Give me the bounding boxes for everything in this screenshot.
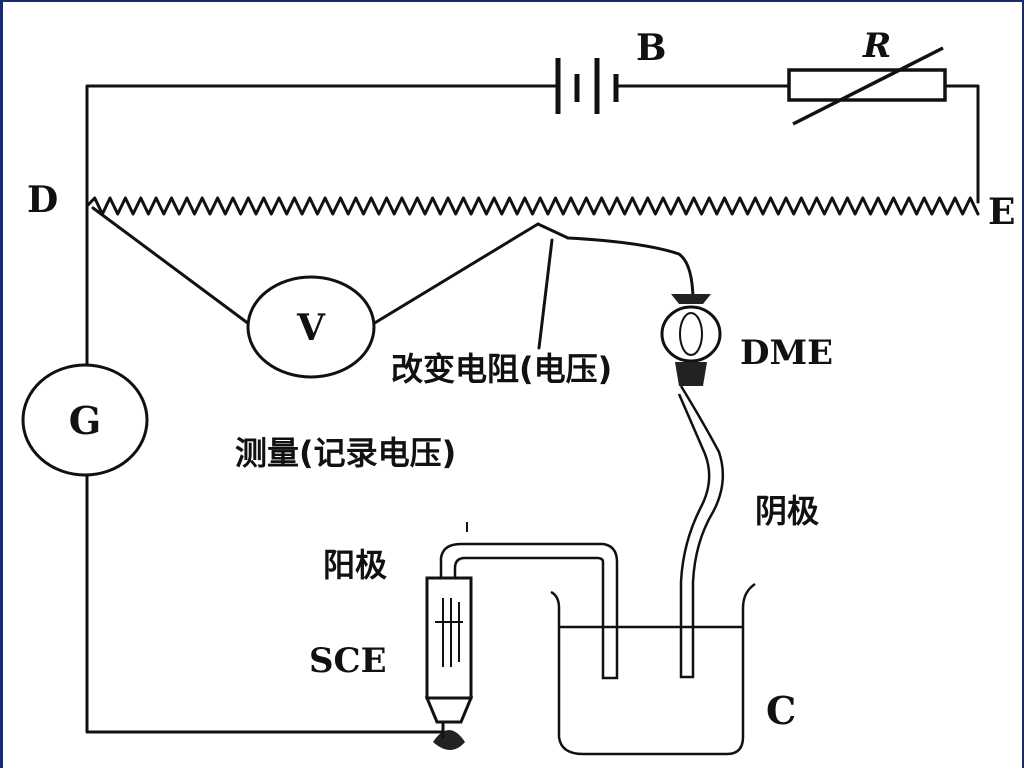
label-C: C bbox=[766, 688, 796, 733]
beaker-C bbox=[550, 582, 756, 756]
saturated-calomel-electrode bbox=[424, 576, 474, 750]
slide-wire-DE bbox=[85, 196, 980, 216]
battery-B bbox=[555, 58, 619, 114]
wire-to-DME bbox=[566, 236, 695, 304]
voltmeter-V bbox=[246, 275, 376, 379]
galvanometer-G bbox=[21, 363, 149, 477]
salt-bridge bbox=[439, 542, 619, 680]
annotation-measure: 测量(记录电压) bbox=[235, 434, 456, 472]
annotation-change-resistance: 改变电阻(电压) bbox=[391, 350, 612, 388]
label-G: G bbox=[69, 398, 101, 443]
label-V: V bbox=[296, 307, 326, 349]
polarograph-circuit-diagram: B R D E V G DME SCE C 改变电阻(电压) 测量(记录电压) … bbox=[21, 26, 1015, 756]
slider-contact bbox=[536, 222, 570, 240]
dropping-mercury-electrode bbox=[660, 294, 725, 679]
pointer-line bbox=[537, 238, 554, 350]
annotation-anode: 阳极 bbox=[323, 546, 387, 584]
voltmeter-wire-right bbox=[371, 222, 540, 326]
label-R: R bbox=[862, 26, 891, 66]
label-E: E bbox=[988, 191, 1015, 233]
voltmeter-wire-left bbox=[91, 206, 251, 326]
label-DME: DME bbox=[740, 333, 833, 373]
top-wire-left bbox=[85, 84, 560, 202]
annotation-cathode: 阴极 bbox=[755, 492, 819, 530]
label-D: D bbox=[27, 179, 58, 221]
right-wire-to-E bbox=[943, 84, 980, 204]
label-SCE: SCE bbox=[309, 641, 387, 681]
label-B: B bbox=[636, 27, 666, 69]
bottom-left-wire bbox=[85, 473, 445, 734]
